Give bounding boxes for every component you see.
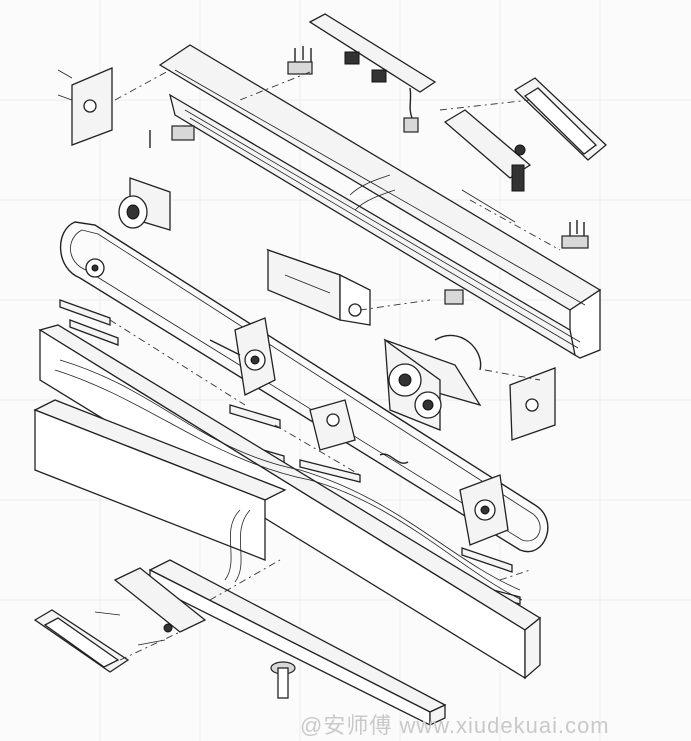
left-end-cap: [33, 609, 130, 673]
belt-clamp-center: [309, 399, 409, 464]
screws-top: [149, 46, 313, 148]
motor-gearbox-unit: [266, 248, 371, 326]
drive-belt: [59, 221, 549, 553]
right-end-plate: [509, 367, 556, 441]
screws-right: [561, 220, 589, 249]
top-control-bracket: [308, 13, 437, 133]
watermark-text: @安师傅 www.xiudekuai.com: [300, 713, 610, 738]
gear-motor-assembly: [383, 289, 482, 431]
top-rail-beam: [158, 44, 602, 359]
front-cover-profile: [38, 324, 542, 680]
lower-cover-panel: [33, 399, 287, 583]
idler-pulley-left: [118, 177, 171, 231]
hanger-carriage-right: [459, 474, 509, 546]
left-carrier-pulley: [85, 258, 105, 278]
left-end-plate: [57, 67, 113, 146]
assembly-centerlines: [109, 69, 561, 661]
right-control-bracket: [443, 109, 532, 223]
hanger-carriage-left: [209, 317, 276, 396]
right-end-cap: [513, 77, 607, 161]
left-lock-module: [94, 567, 207, 646]
rubber-stopper: [270, 661, 296, 699]
